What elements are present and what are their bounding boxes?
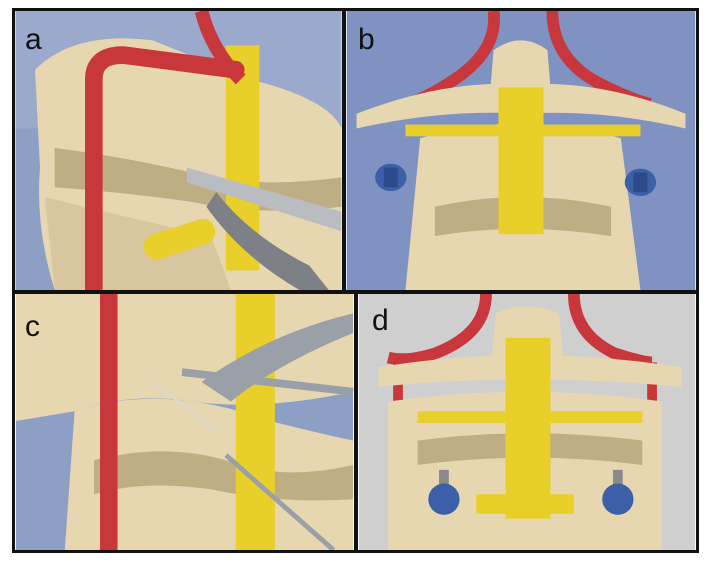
panel-label: b (358, 23, 375, 56)
pedicle-screw-left (375, 163, 407, 192)
panel-b-illustration (346, 11, 696, 290)
panel-label: a (25, 23, 42, 56)
instrument-shape (186, 167, 342, 232)
panel-c: c (12, 291, 357, 553)
panel-c-illustration (15, 294, 354, 550)
panel-d-illustration (358, 294, 696, 550)
pedicle-screw-right (624, 168, 657, 197)
panel-label: d (372, 304, 389, 337)
panel-d: d (355, 291, 699, 553)
panel-label: c (25, 310, 40, 343)
panel-a: a (12, 8, 345, 293)
panel-b: b (343, 8, 699, 293)
pedicle-screw-right (602, 469, 634, 515)
panel-a-illustration (15, 11, 342, 290)
pedicle-screw-left (428, 469, 460, 515)
